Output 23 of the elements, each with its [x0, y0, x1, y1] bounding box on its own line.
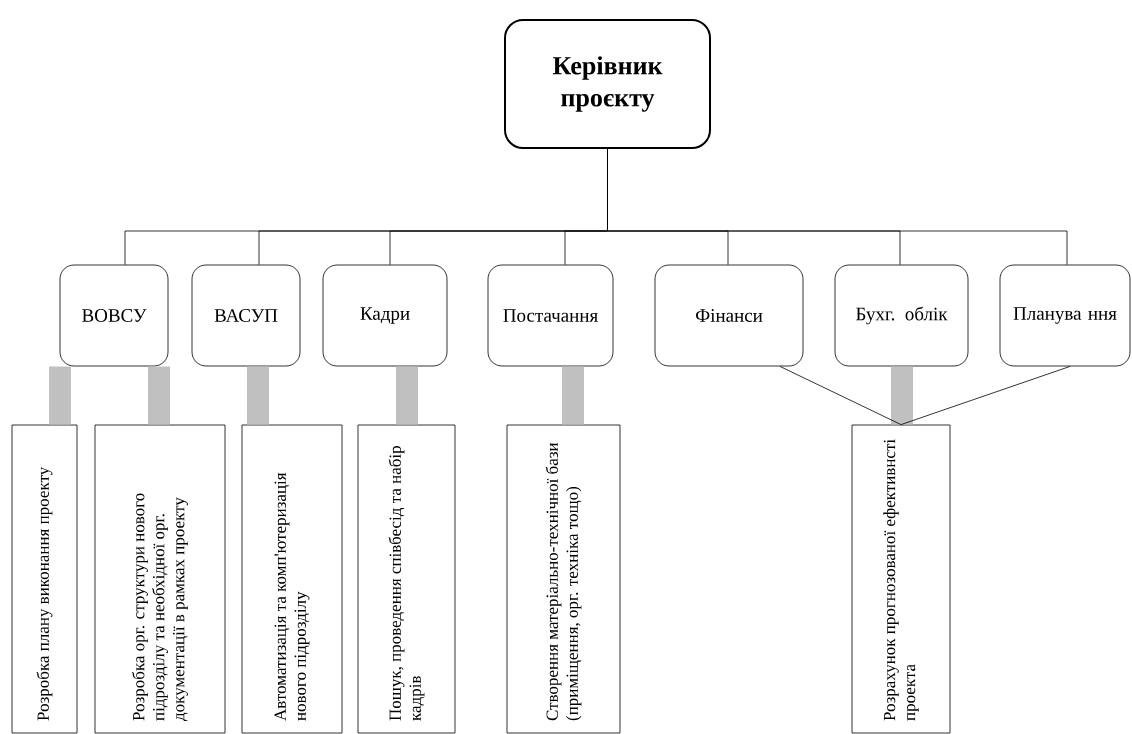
- connector-bar: [396, 366, 418, 425]
- connector-line: [779, 366, 902, 425]
- department-box: Кадри: [322, 264, 448, 367]
- connector-bar: [247, 366, 269, 425]
- task-box: Розробка плану виконання проекту: [11, 424, 78, 734]
- connector-line: [900, 366, 1071, 425]
- task-box: Розробка орг. структури нового підрозділу та необхідної орг. документації в рамках проекту: [94, 424, 226, 734]
- connector-bar: [49, 366, 71, 425]
- task-box: Автоматизація та комп'ютеризація нового підрозділу: [241, 424, 343, 734]
- department-box: Планува ння: [999, 264, 1131, 367]
- department-box: ВАСУП: [191, 264, 301, 367]
- task-box: Розрахунок прогнозованої ефективнсті проекта: [851, 424, 951, 734]
- department-box: Фінанси: [654, 264, 804, 367]
- connector-bar: [891, 366, 913, 425]
- department-box: ВОВСУ: [59, 264, 169, 367]
- connector-line: [607, 148, 1068, 265]
- task-box: Пошук, проведення співбесід та набір кадрів: [357, 424, 456, 734]
- connector-bar: [562, 366, 584, 425]
- task-box: Створення матеріально-технічної бази (приміщення, орг. техніка тощо): [506, 424, 621, 734]
- department-box: Постачання: [487, 264, 614, 367]
- department-box: Бухг. облік: [834, 264, 969, 367]
- manager-box: Керівник проєкту: [504, 19, 711, 149]
- connector-bar: [148, 366, 170, 425]
